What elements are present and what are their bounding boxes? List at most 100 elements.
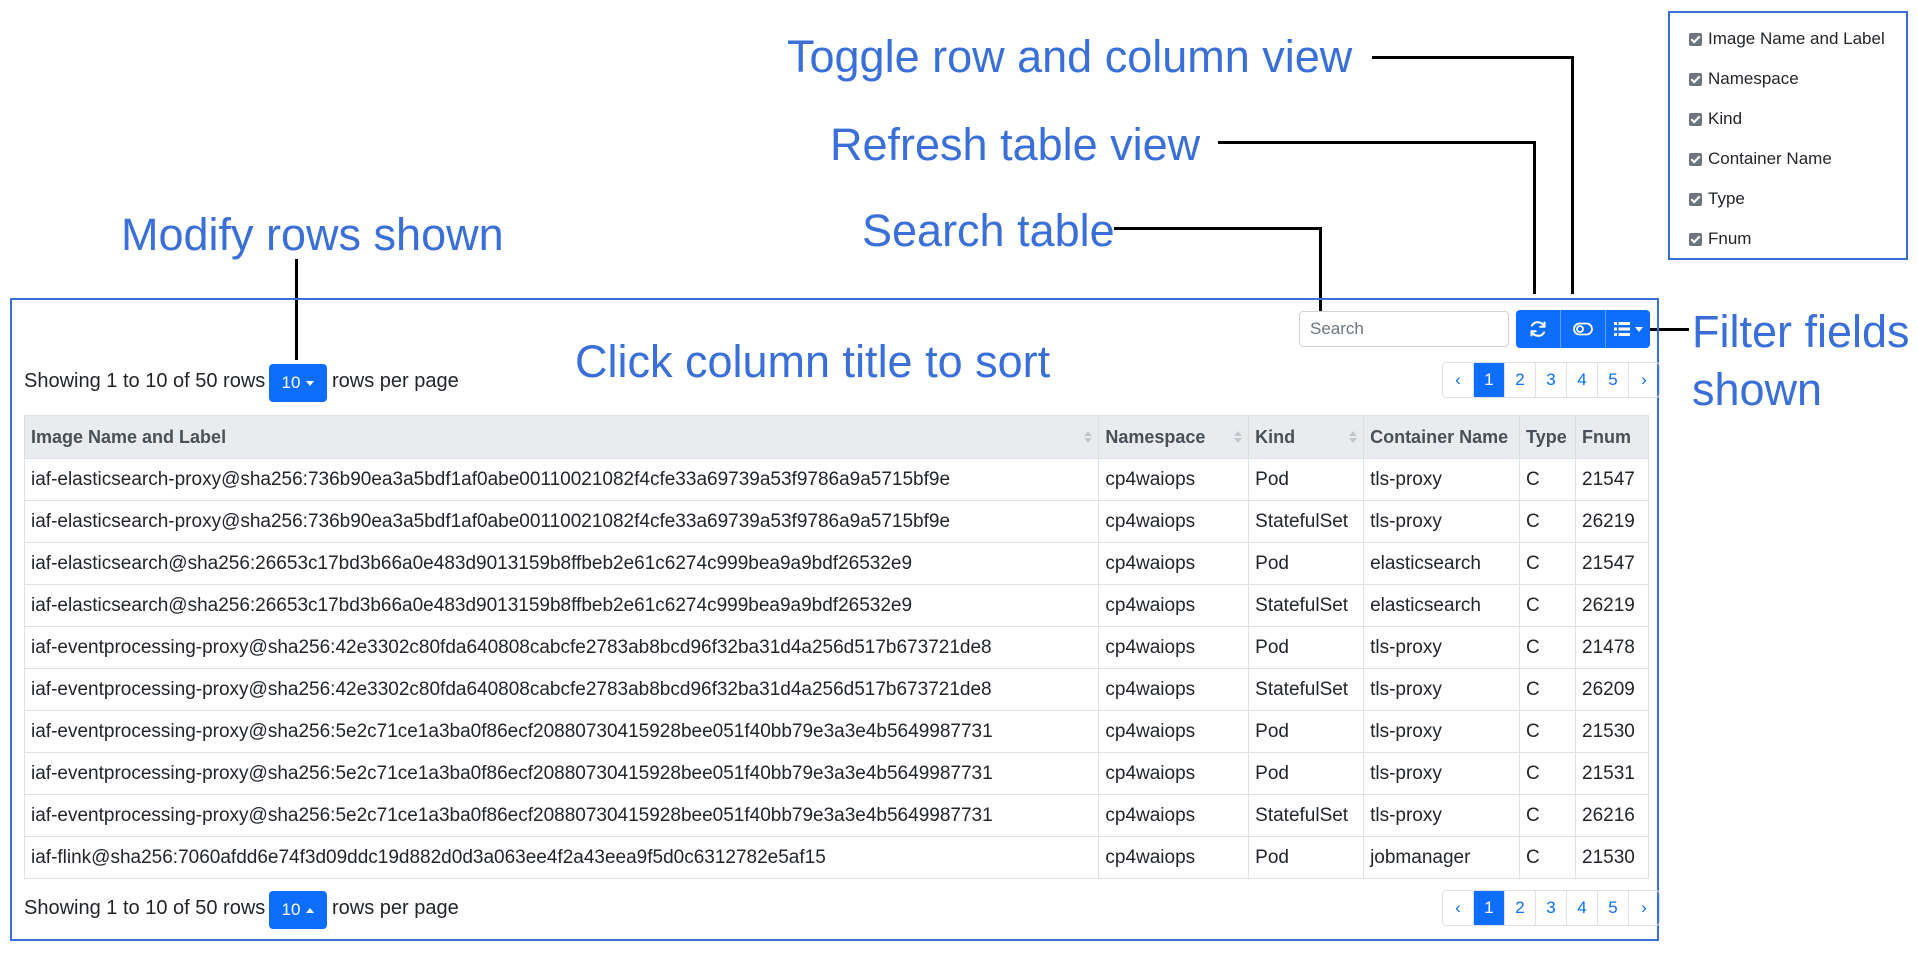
column-option-type[interactable]: Type xyxy=(1689,189,1745,209)
cell-type: C xyxy=(1519,752,1577,795)
column-option-fnum[interactable]: Fnum xyxy=(1689,229,1751,249)
checkbox-icon[interactable] xyxy=(1689,192,1702,206)
cell-image: iaf-elasticsearch-proxy@sha256:736b90ea3… xyxy=(23,458,1100,501)
cell-container: tls-proxy xyxy=(1363,668,1521,711)
column-option-kind[interactable]: Kind xyxy=(1689,109,1742,129)
cell-image: iaf-flink@sha256:7060afdd6e74f3d09ddc19d… xyxy=(23,836,1100,879)
cell-namespace: cp4waiops xyxy=(1098,458,1250,501)
columns-icon xyxy=(1613,322,1630,336)
search-input[interactable] xyxy=(1299,311,1509,347)
page-2[interactable]: 2 xyxy=(1504,891,1535,925)
cell-kind: StatefulSet xyxy=(1248,584,1365,627)
sort-icon xyxy=(1084,431,1093,443)
checkbox-icon[interactable] xyxy=(1689,32,1702,46)
annotation-filter-line1: Filter fields xyxy=(1692,306,1910,357)
cell-namespace: cp4waiops xyxy=(1098,542,1250,585)
cell-namespace: cp4waiops xyxy=(1098,626,1250,669)
data-table: Image Name and Label Namespace Kind Cont… xyxy=(23,415,1649,879)
cell-kind: Pod xyxy=(1248,626,1365,669)
table-panel xyxy=(10,298,1659,941)
column-option-container-name[interactable]: Container Name xyxy=(1689,149,1832,169)
column-header-image-name[interactable]: Image Name and Label xyxy=(23,415,1100,459)
chevron-down-icon xyxy=(1634,326,1643,332)
page-3[interactable]: 3 xyxy=(1535,363,1566,397)
table-row: iaf-flink@sha256:7060afdd6e74f3d09ddc19d… xyxy=(23,836,1649,879)
checkbox-icon[interactable] xyxy=(1689,112,1702,126)
callout-line-toggle-h xyxy=(1372,56,1574,59)
cell-container: jobmanager xyxy=(1363,836,1521,879)
page-5[interactable]: 5 xyxy=(1597,891,1628,925)
pagination-prev[interactable]: ‹ xyxy=(1455,370,1461,389)
sort-icon xyxy=(1234,431,1243,443)
callout-line-modify-v xyxy=(295,259,298,360)
column-option-label: Container Name xyxy=(1708,149,1832,168)
cell-kind: StatefulSet xyxy=(1248,794,1365,837)
page-2[interactable]: 2 xyxy=(1504,363,1535,397)
page-1[interactable]: 1 xyxy=(1473,891,1504,925)
page-3[interactable]: 3 xyxy=(1535,891,1566,925)
checkbox-icon[interactable] xyxy=(1689,232,1702,246)
cell-fnum: 21530 xyxy=(1575,710,1649,753)
toggle-view-button[interactable] xyxy=(1560,310,1605,348)
cell-fnum: 26219 xyxy=(1575,500,1649,543)
columns-button[interactable] xyxy=(1605,310,1650,348)
column-header-kind[interactable]: Kind xyxy=(1248,415,1365,459)
cell-type: C xyxy=(1519,500,1577,543)
column-option-namespace[interactable]: Namespace xyxy=(1689,69,1799,89)
column-option-label: Fnum xyxy=(1708,229,1752,248)
column-filter-dropdown: Image Name and Label Namespace Kind Cont… xyxy=(1668,11,1908,260)
column-header-container-name[interactable]: Container Name xyxy=(1363,415,1521,459)
cell-container: tls-proxy xyxy=(1363,458,1521,501)
cell-image: iaf-eventprocessing-proxy@sha256:42e3302… xyxy=(23,668,1100,711)
pagination-top: ‹ 1 2 3 4 5 › xyxy=(1442,362,1660,398)
cell-container: tls-proxy xyxy=(1363,500,1521,543)
cell-image: iaf-eventprocessing-proxy@sha256:5e2c71c… xyxy=(23,710,1100,753)
table-row: iaf-elasticsearch@sha256:26653c17bd3b66a… xyxy=(23,542,1649,585)
callout-line-search-v xyxy=(1319,227,1322,314)
checkbox-icon[interactable] xyxy=(1689,152,1702,166)
cell-image: iaf-elasticsearch-proxy@sha256:736b90ea3… xyxy=(23,500,1100,543)
refresh-button[interactable] xyxy=(1516,310,1560,348)
pagination-info-top: Showing 1 to 10 of 50 rows xyxy=(24,370,266,392)
pagination-next[interactable]: › xyxy=(1628,363,1659,397)
cell-container: tls-proxy xyxy=(1363,794,1521,837)
page-4[interactable]: 4 xyxy=(1566,891,1597,925)
cell-container: tls-proxy xyxy=(1363,626,1521,669)
column-option-image-name[interactable]: Image Name and Label xyxy=(1689,29,1885,49)
cell-type: C xyxy=(1519,626,1577,669)
checkbox-icon[interactable] xyxy=(1689,72,1702,86)
page-5[interactable]: 5 xyxy=(1597,363,1628,397)
toggle-icon xyxy=(1573,322,1593,336)
cell-fnum: 21530 xyxy=(1575,836,1649,879)
column-header-type[interactable]: Type xyxy=(1519,415,1577,459)
annotation-search: Search table xyxy=(862,205,1115,256)
rows-per-page-label-bottom: rows per page xyxy=(332,897,459,919)
table-row: iaf-eventprocessing-proxy@sha256:5e2c71c… xyxy=(23,710,1649,753)
annotation-toggle: Toggle row and column view xyxy=(787,31,1353,82)
cell-image: iaf-elasticsearch@sha256:26653c17bd3b66a… xyxy=(23,542,1100,585)
cell-image: iaf-eventprocessing-proxy@sha256:5e2c71c… xyxy=(23,794,1100,837)
annotation-filter-line2: shown xyxy=(1692,364,1823,415)
page-1[interactable]: 1 xyxy=(1473,363,1504,397)
cell-image: iaf-eventprocessing-proxy@sha256:42e3302… xyxy=(23,626,1100,669)
sort-icon xyxy=(1349,431,1358,443)
rows-per-page-value: 10 xyxy=(281,900,301,919)
page-4[interactable]: 4 xyxy=(1566,363,1597,397)
rows-per-page-button-bottom[interactable]: 10 xyxy=(269,891,327,929)
column-header-fnum[interactable]: Fnum xyxy=(1575,415,1649,459)
cell-container: tls-proxy xyxy=(1363,752,1521,795)
rows-per-page-button-top[interactable]: 10 xyxy=(269,364,327,402)
table-row: iaf-eventprocessing-proxy@sha256:42e3302… xyxy=(23,668,1649,711)
cell-fnum: 26216 xyxy=(1575,794,1649,837)
cell-fnum: 21531 xyxy=(1575,752,1649,795)
table-row: iaf-elasticsearch-proxy@sha256:736b90ea3… xyxy=(23,458,1649,501)
cell-kind: Pod xyxy=(1248,542,1365,585)
annotation-sort: Click column title to sort xyxy=(575,336,1051,387)
callout-line-filter-h xyxy=(1637,328,1689,331)
pagination-info-bottom: Showing 1 to 10 of 50 rows xyxy=(24,897,266,919)
cell-kind: Pod xyxy=(1248,752,1365,795)
pagination-prev[interactable]: ‹ xyxy=(1455,898,1461,917)
column-header-namespace[interactable]: Namespace xyxy=(1098,415,1250,459)
pagination-next[interactable]: › xyxy=(1628,891,1659,925)
cell-kind: StatefulSet xyxy=(1248,500,1365,543)
